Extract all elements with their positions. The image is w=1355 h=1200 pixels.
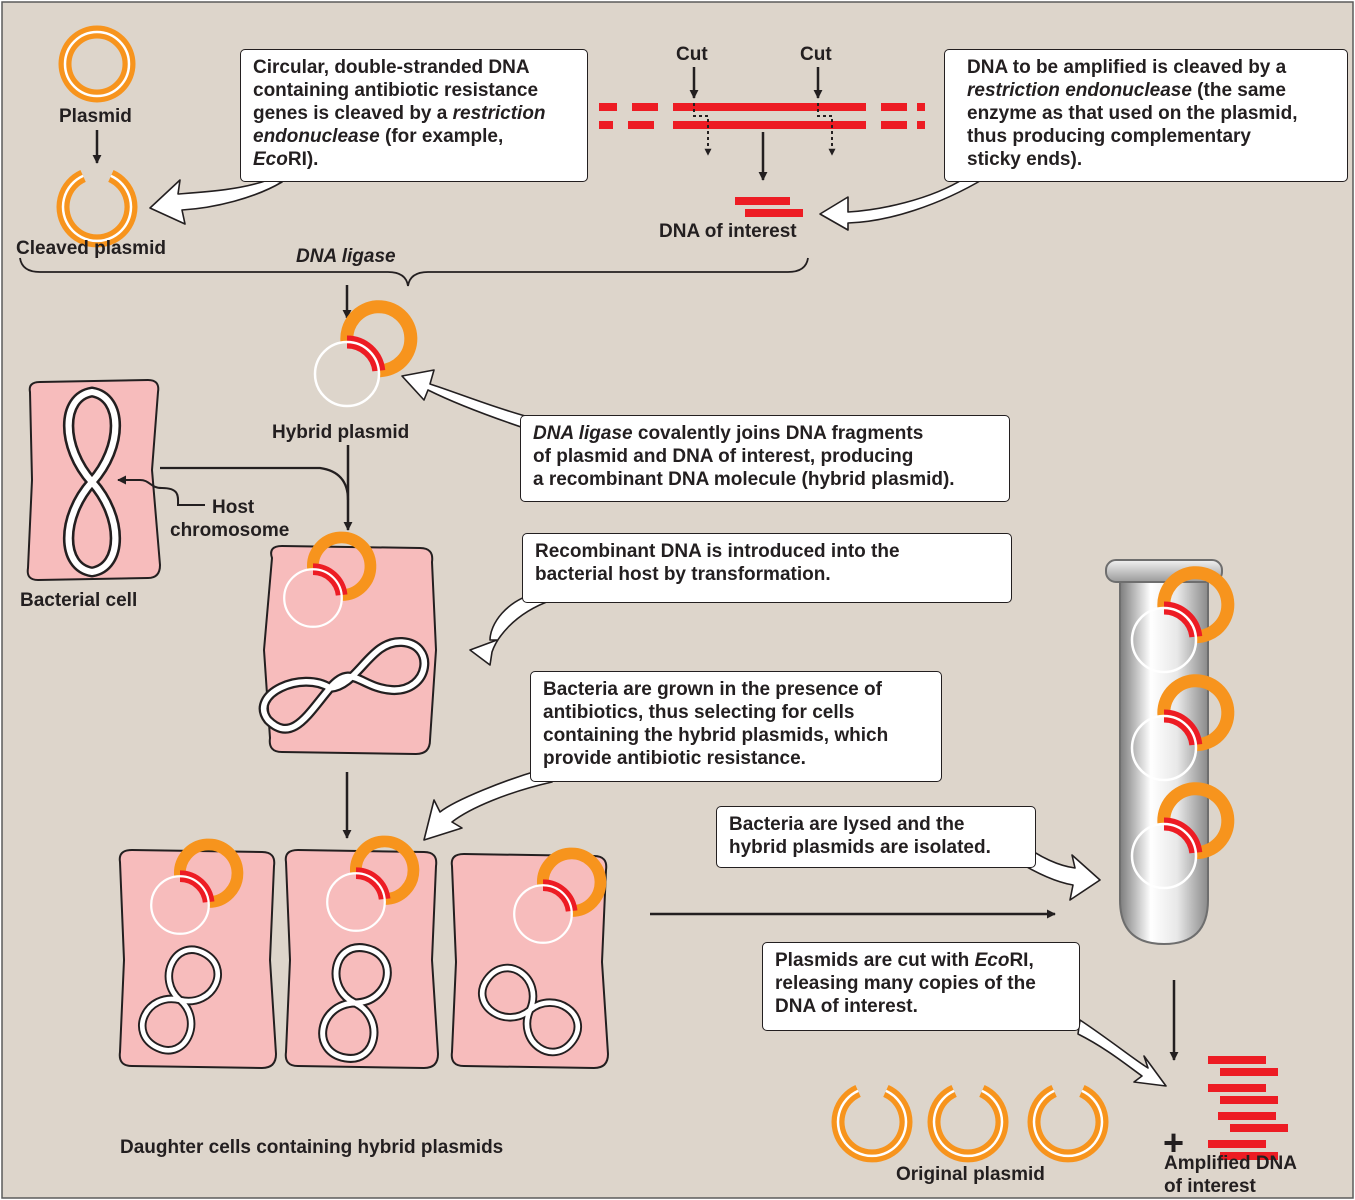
callout-arrow-ligase: [401, 369, 541, 431]
daughter-cell-2: [284, 848, 440, 1070]
dna-of-interest-label: DNA of interest: [659, 221, 797, 242]
transformed-cell: [262, 544, 438, 756]
callout-text: DNA of interest.: [775, 996, 918, 1017]
callout-arrow-selection: [423, 769, 553, 841]
callout-line: a recombinant DNA molecule (hybrid plasm…: [533, 468, 997, 491]
callout-text: RI,: [1009, 950, 1034, 971]
callout-line: genes is cleaved by a restriction: [253, 102, 575, 125]
callout-text: Circular, double-stranded DNA: [253, 57, 530, 78]
amplified-dna-label: Amplified DNA of interest: [1164, 1152, 1297, 1198]
amplified-dna-line2: of interest: [1164, 1176, 1256, 1197]
daughter-cell-1: [118, 848, 278, 1070]
callout-text: (for example,: [379, 126, 504, 147]
callout-text: RI).: [287, 149, 319, 170]
callout-line: bacterial host by transformation.: [535, 563, 999, 586]
dna-strands: [599, 103, 925, 129]
callout-line: Circular, double-stranded DNA: [253, 56, 575, 79]
plasmid-label: Plasmid: [59, 106, 132, 127]
callout-text: Plasmids are cut with: [775, 950, 975, 971]
amplified-dna-fragments: [1208, 1056, 1288, 1160]
callout-line: endonuclease (for example,: [253, 125, 575, 148]
host-label: Host: [212, 497, 255, 518]
callout-text: enzyme as that used on the plasmid,: [967, 103, 1298, 124]
cleaved-plasmid-label: Cleaved plasmid: [16, 238, 166, 259]
callout-text: covalently joins DNA fragments: [632, 423, 924, 444]
cut-right-label: Cut: [800, 44, 832, 65]
callout-text: of plasmid and DNA of interest, producin…: [533, 446, 914, 467]
callout-line: containing antibiotic resistance: [253, 79, 575, 102]
callout-line: Bacteria are lysed and the: [729, 813, 1023, 836]
callout-text: Recombinant DNA is introduced into the: [535, 541, 900, 562]
cut-right-path: [817, 103, 836, 156]
callout-line: DNA to be amplified is cleaved by a: [967, 56, 1335, 79]
callout-italic-text: Eco: [974, 950, 1010, 971]
callout-italic-text: restriction endonuclease: [967, 80, 1192, 101]
callout-line: hybrid plasmids are isolated.: [729, 836, 1023, 859]
callout-italic-text: Eco: [253, 149, 288, 170]
hybrid-plasmid-label: Hybrid plasmid: [272, 422, 410, 443]
dna-ligase-label: DNA ligase: [296, 246, 396, 267]
callout-line: Recombinant DNA is introduced into the: [535, 540, 999, 563]
callout-italic-text: endonuclease: [253, 126, 380, 147]
bacterial-cell-join-line: [160, 466, 350, 501]
callout-text: Bacteria are lysed and the: [729, 814, 965, 835]
callout-text: provide antibiotic resistance.: [543, 748, 806, 769]
callout-line: DNA of interest.: [775, 995, 1067, 1018]
callout-text: thus producing complementary: [967, 126, 1251, 147]
callout-arrow-ecori: [1077, 1019, 1167, 1087]
callout-line: EcoRI).: [253, 148, 575, 171]
chromosome-label: chromosome: [170, 520, 290, 541]
callout-text: Bacteria are grown in the presence of: [543, 679, 882, 700]
callout-text: containing the hybrid plasmids, which: [543, 725, 889, 746]
callout-line: releasing many copies of the: [775, 972, 1067, 995]
callout-arrow-dna: [819, 177, 986, 231]
callout-arrow-plasmid: [149, 179, 283, 225]
callout-italic-text: restriction: [452, 103, 546, 124]
cut-left-label: Cut: [676, 44, 708, 65]
callout-ecori: Plasmids are cut with EcoRI,releasing ma…: [762, 942, 1080, 1031]
callout-text: releasing many copies of the: [775, 973, 1036, 994]
callout-text: hybrid plasmids are isolated.: [729, 837, 991, 858]
callout-line: Bacteria are grown in the presence of: [543, 678, 929, 701]
bacterial-cell-label: Bacterial cell: [20, 590, 138, 611]
callout-line: of plasmid and DNA of interest, producin…: [533, 445, 997, 468]
callout-line: sticky ends).: [967, 148, 1335, 171]
cut-left-path: [693, 103, 712, 156]
callout-ligase: DNA ligase covalently joins DNA fragment…: [520, 415, 1010, 502]
daughter-cells-label: Daughter cells containing hybrid plasmid…: [120, 1137, 504, 1158]
callout-line: thus producing complementary: [967, 125, 1335, 148]
callout-line: antibiotics, thus selecting for cells: [543, 701, 929, 724]
callout-text: (the same: [1191, 80, 1286, 101]
callout-arrow-transformation: [469, 591, 553, 666]
callout-text: genes is cleaved by a: [253, 103, 453, 124]
ligase-brace: [19, 257, 809, 287]
plus-sign: +: [1163, 1122, 1185, 1163]
amplified-dna-line1: Amplified DNA: [1164, 1153, 1297, 1174]
callout-line: enzyme as that used on the plasmid,: [967, 102, 1335, 125]
original-plasmid-label: Original plasmid: [896, 1164, 1045, 1185]
callout-text: containing antibiotic resistance: [253, 80, 539, 101]
callout-line: containing the hybrid plasmids, which: [543, 724, 929, 747]
callout-italic-text: DNA ligase: [533, 423, 633, 444]
callout-text: sticky ends).: [967, 149, 1083, 170]
callout-text: DNA to be amplified is cleaved by a: [967, 57, 1287, 78]
callout-text: antibiotics, thus selecting for cells: [543, 702, 855, 723]
host-chromosome-pointer: [117, 475, 205, 506]
callout-text: a recombinant DNA molecule (hybrid plasm…: [533, 469, 955, 490]
callout-line: restriction endonuclease (the same: [967, 79, 1335, 102]
callout-text: bacterial host by transformation.: [535, 564, 831, 585]
callout-line: provide antibiotic resistance.: [543, 747, 929, 770]
callout-line: Plasmids are cut with EcoRI,: [775, 949, 1067, 972]
dna-of-interest-fragment: [735, 197, 803, 217]
callout-line: DNA ligase covalently joins DNA fragment…: [533, 422, 997, 445]
